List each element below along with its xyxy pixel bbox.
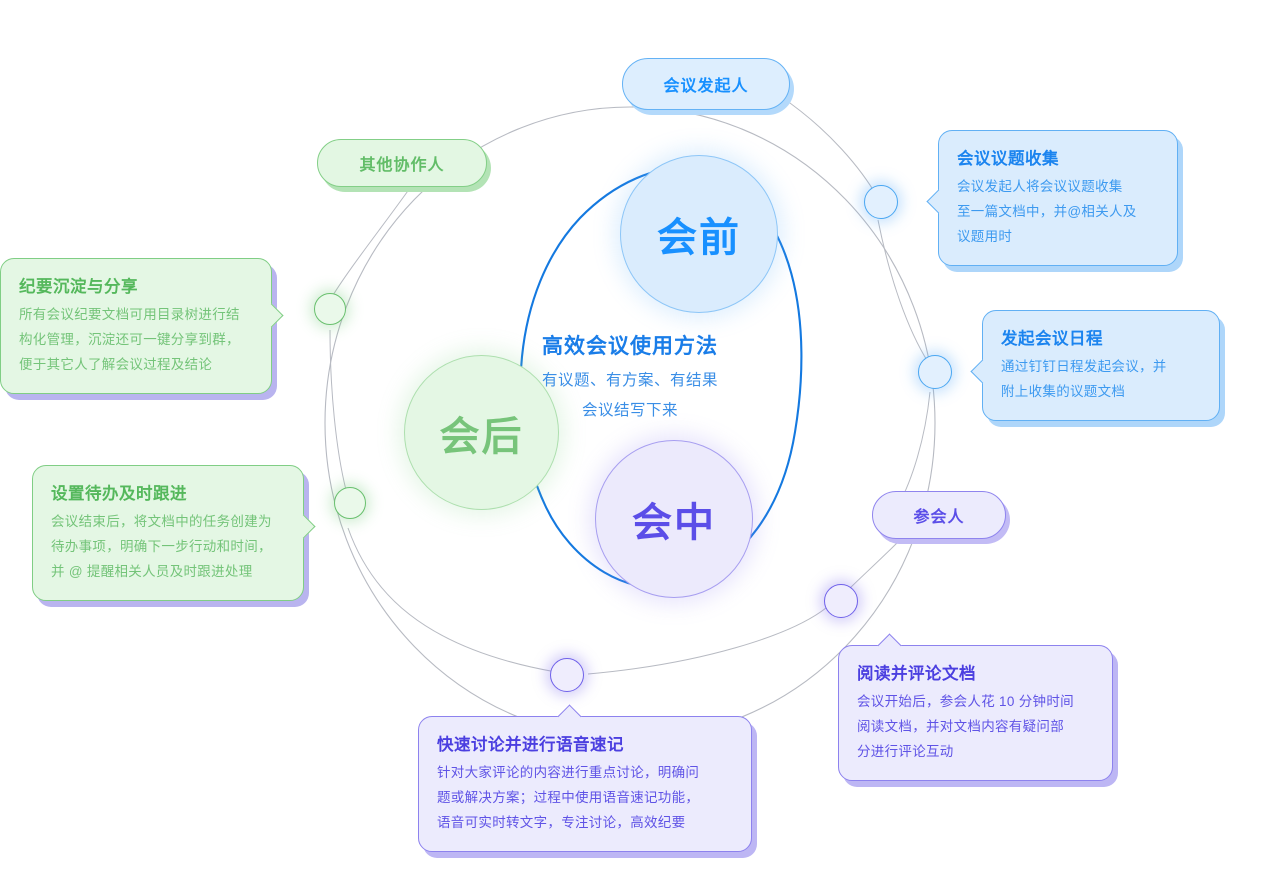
spoke-topic [877, 219, 929, 363]
card-schedule-tail [970, 359, 995, 384]
card-topic-body-line: 会议发起人将会议议题收集 [957, 179, 1123, 194]
card-read-tail [877, 633, 902, 658]
card-minutes-body-line: 构化管理，沉淀还可一键分享到群， [19, 332, 240, 347]
card-discuss-tail [557, 704, 582, 729]
spoke-read [587, 607, 827, 675]
card-minutes-tail [259, 303, 284, 328]
card-todo-title: 设置待办及时跟进 [51, 485, 187, 503]
role-pill-organizer[interactable]: 会议发起人 [622, 58, 790, 110]
ring-node-read[interactable] [824, 584, 858, 618]
phase-label-during: 会中 [632, 501, 716, 545]
card-read-body-line: 阅读文档，并对文档内容有疑问部 [857, 719, 1064, 734]
card-read-title: 阅读并评论文档 [857, 665, 976, 683]
card-todo-body-line: 待办事项，明确下一步行动和时间， [51, 539, 272, 554]
spoke-attendee [845, 539, 901, 593]
card-topic-tail [926, 189, 951, 214]
phase-circle-pre[interactable]: 会前 [620, 155, 778, 313]
card-read[interactable]: 阅读并评论文档 会议开始后，参会人花 10 分钟时间 阅读文档，并对文档内容有疑… [838, 633, 1113, 781]
card-topic-body: 会议发起人将会议议题收集 至一篇文档中，并@相关人及 议题用时 [957, 174, 1159, 249]
card-minutes-body-line: 所有会议纪要文档可用目录树进行结 [19, 307, 240, 322]
phase-label-post: 会后 [439, 414, 524, 459]
center-title: 高效会议使用方法 [542, 335, 718, 358]
card-schedule[interactable]: 发起会议日程 通过钉钉日程发起会议，并 附上收集的议题文档 [970, 310, 1220, 421]
card-minutes-body-line: 便于其它人了解会议过程及结论 [19, 357, 213, 372]
card-read-body-line: 会议开始后，参会人花 10 分钟时间 [857, 694, 1074, 709]
ring-node-todo[interactable] [334, 487, 366, 519]
card-todo-tail [291, 514, 316, 539]
center-subtitle: 有议题、有方案、有结果 [541, 372, 718, 389]
card-schedule-body: 通过钉钉日程发起会议，并 附上收集的议题文档 [1001, 354, 1201, 404]
spoke-organizer [779, 95, 879, 199]
role-label-collaborator: 其他协作人 [359, 157, 445, 174]
spoke-todo [347, 527, 557, 673]
ring-node-minutes[interactable] [314, 293, 346, 325]
ring-node-topic[interactable] [864, 185, 898, 219]
phase-label-pre: 会前 [657, 216, 741, 260]
card-topic[interactable]: 会议议题收集 会议发起人将会议议题收集 至一篇文档中，并@相关人及 议题用时 [926, 130, 1178, 266]
center-tagline: 会议结写下来 [581, 402, 678, 419]
card-minutes-title: 纪要沉淀与分享 [19, 278, 138, 296]
card-minutes-body: 所有会议纪要文档可用目录树进行结 构化管理，沉淀还可一键分享到群， 便于其它人了… [19, 302, 253, 377]
card-schedule-body-line: 附上收集的议题文档 [1001, 384, 1126, 399]
card-read-body: 会议开始后，参会人花 10 分钟时间 阅读文档，并对文档内容有疑问部 分进行评论… [857, 689, 1094, 764]
ring-node-schedule[interactable] [918, 355, 952, 389]
spoke-collaborator [329, 187, 411, 301]
card-discuss-body-line: 题或解决方案；过程中使用语音速记功能， [437, 790, 700, 805]
card-minutes[interactable]: 纪要沉淀与分享 所有会议纪要文档可用目录树进行结 构化管理，沉淀还可一键分享到群… [0, 258, 284, 394]
role-pill-collaborator[interactable]: 其他协作人 [317, 139, 487, 187]
spoke-schedule [897, 391, 931, 507]
card-discuss-body-line: 针对大家评论的内容进行重点讨论，明确问 [437, 765, 700, 780]
card-schedule-title: 发起会议日程 [1001, 330, 1103, 348]
ring-node-discuss[interactable] [550, 658, 584, 692]
role-label-organizer: 会议发起人 [663, 78, 749, 95]
card-topic-title: 会议议题收集 [957, 150, 1059, 168]
card-topic-body-line: 议题用时 [957, 229, 1013, 244]
center-text-block: 高效会议使用方法 有议题、有方案、有结果 会议结写下来 [505, 330, 755, 420]
card-discuss-body-line: 语音可实时转文字，专注讨论，高效纪要 [437, 815, 686, 830]
card-todo-body: 会议结束后，将文档中的任务创建为 待办事项，明确下一步行动和时间， 并 @ 提醒… [51, 509, 285, 584]
phase-circle-during[interactable]: 会中 [595, 440, 753, 598]
card-discuss-title: 快速讨论并进行语音速记 [437, 736, 624, 754]
role-label-attendee: 参会人 [913, 509, 965, 526]
card-topic-body-line: 至一篇文档中，并@相关人及 [957, 204, 1137, 219]
spoke-minutes [329, 329, 347, 491]
card-schedule-body-line: 通过钉钉日程发起会议，并 [1001, 359, 1167, 374]
card-discuss[interactable]: 快速讨论并进行语音速记 针对大家评论的内容进行重点讨论，明确问 题或解决方案；过… [418, 704, 752, 852]
role-pill-attendee[interactable]: 参会人 [872, 491, 1006, 539]
card-read-body-line: 分进行评论互动 [857, 744, 954, 759]
card-discuss-body: 针对大家评论的内容进行重点讨论，明确问 题或解决方案；过程中使用语音速记功能， … [437, 760, 733, 835]
card-todo-body-line: 会议结束后，将文档中的任务创建为 [51, 514, 272, 529]
card-todo-body-line: 并 @ 提醒相关人员及时跟进处理 [51, 564, 253, 579]
card-todo[interactable]: 设置待办及时跟进 会议结束后，将文档中的任务创建为 待办事项，明确下一步行动和时… [32, 465, 316, 601]
phase-circle-post[interactable]: 会后 [404, 355, 559, 510]
